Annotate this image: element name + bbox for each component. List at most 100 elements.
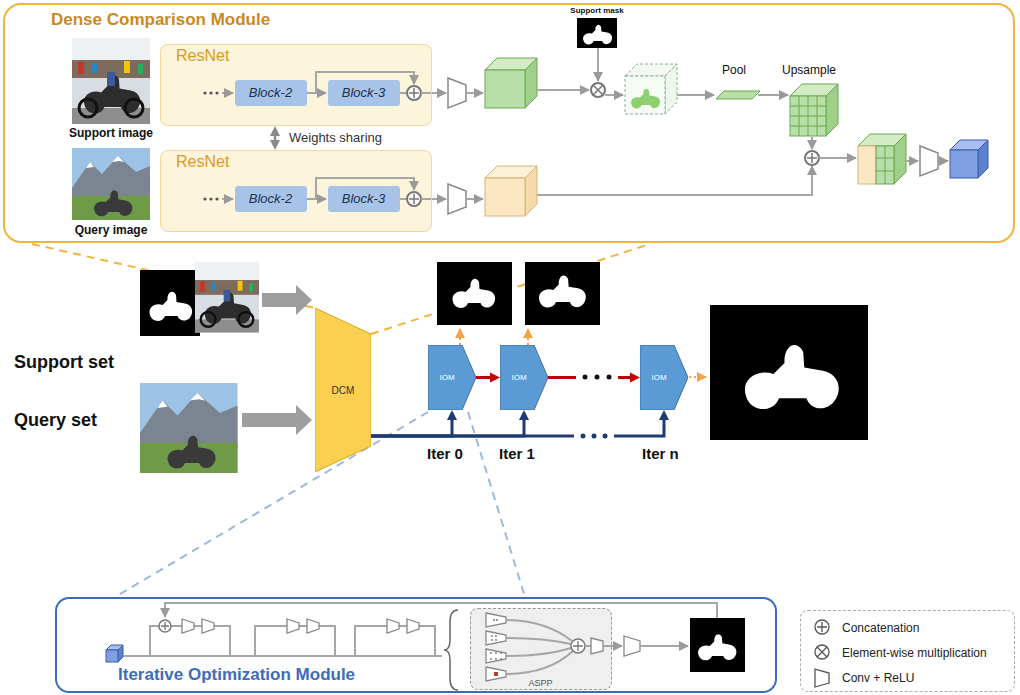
iteration-outputs [595,375,600,380]
connector-line [476,376,492,379]
support-branch [758,94,788,96]
query-branch [400,198,406,200]
iom-internals [486,649,506,663]
query-branch [920,146,938,176]
arrowhead [659,410,669,420]
legend-symbols [815,645,829,659]
iom-internals [494,672,498,676]
iom-internals [486,631,506,645]
iteration-outputs [603,434,608,439]
iom-internals [585,645,591,647]
label-text: Query image [75,224,148,238]
connector-line [371,418,664,436]
node-text: Dense Comparison Module [51,10,270,30]
iom-internals [506,638,571,644]
legend-box: ConcatenationElement-wise multiplication… [800,610,1015,692]
support-branch [421,92,446,94]
label-slot: Pool [722,64,746,78]
support-branch [826,84,838,136]
input-sets [262,285,312,315]
input-sets [242,405,312,435]
arrowhead [447,410,457,420]
iteration-outputs [581,434,586,439]
node-text: ResNet [176,153,229,171]
support-branch [407,86,421,100]
label-text: Pool [722,64,746,78]
iom-internals [495,658,497,660]
support-branch [485,70,525,108]
node-text: Block-3 [342,85,385,100]
iom-internals [444,610,458,690]
iom-internals [624,636,640,656]
iom-internals [698,634,736,660]
label-text: Query set [14,410,97,431]
iteration-outputs [592,434,597,439]
node-text: DCM [332,385,355,396]
resnet-fill [160,44,432,126]
label-slot: Iter 1 [499,445,535,462]
label-slot: Support mask [570,6,623,15]
query-branch [950,150,978,178]
iom-internals [495,639,497,641]
label-text: Support mask [570,6,623,15]
iteration-outputs [437,262,868,440]
input-sets [150,292,193,321]
support-branch [583,25,612,45]
support-branch [591,83,605,97]
iom-block-outline [500,345,548,410]
connector [371,410,457,436]
label-text: Iter n [642,445,679,462]
iom-internals [165,603,717,618]
support-branch [203,91,206,94]
label-slot: Upsample [782,64,836,78]
support-branch [677,94,714,96]
query-branch [203,197,206,200]
iom-internals [182,619,194,633]
query-branch [876,146,894,184]
iom-internals [161,622,169,630]
node-text: Block-3 [342,191,385,206]
iom-internals [640,645,688,647]
arrowhead [270,126,280,136]
query-branch [209,197,212,200]
iteration-outputs [607,375,612,380]
node-text: IOM [651,373,666,382]
query-branch [858,146,876,184]
support-branch [209,91,212,94]
query-branch [409,194,419,204]
iom-internals [202,619,214,633]
node-text: IOM [439,373,454,382]
iom-internals [490,619,502,676]
aspp-group: ASPP [470,608,612,690]
iom-internals [495,635,497,637]
photos [72,148,150,220]
support-branch [665,64,677,114]
support-branch [525,58,537,108]
connector [476,373,500,383]
label-slot: Query image [75,224,148,238]
legend-symbols [817,622,827,632]
block-box: Block-3 [328,80,400,106]
iom-internals [490,652,492,654]
label-text: Upsample [782,64,836,78]
query-branch [448,184,466,214]
node-text: IOM [511,373,526,382]
iom-internals [495,652,497,654]
iteration-outputs [583,375,588,380]
arrowhead [490,373,500,383]
iom-internals [123,655,442,657]
query-branch [978,140,988,178]
iom-internals [470,608,612,690]
zoom-lines [371,244,650,334]
input-sets [140,270,200,336]
zoom-lines [32,244,650,597]
connector [270,126,280,150]
iom-internals [500,652,502,654]
support-branch [811,137,813,149]
query-branch [894,134,906,184]
legend-row: Concatenation [842,620,919,636]
support-branch [593,85,603,95]
resnet-fill [160,44,432,232]
